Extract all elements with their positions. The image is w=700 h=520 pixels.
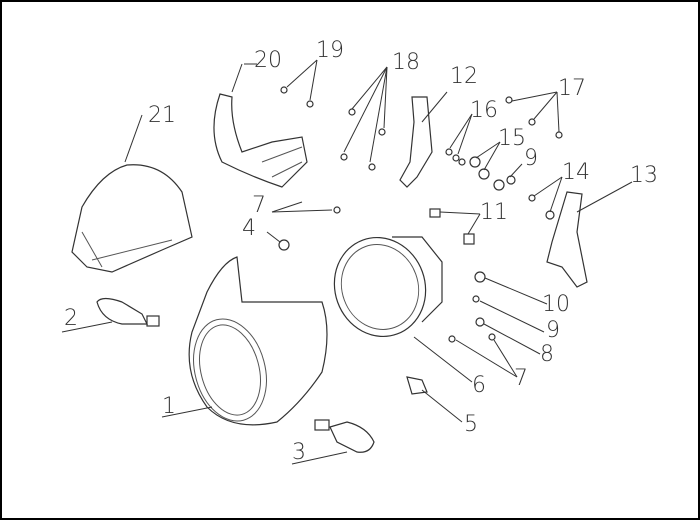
callout-8: 8 [540,342,554,367]
callout-5: 5 [464,412,478,437]
callout-2: 2 [64,306,78,331]
callout-15: 15 [498,126,526,151]
callout-11: 11 [480,200,508,225]
callout-1: 1 [162,394,176,419]
callout-10: 10 [542,292,570,317]
callout-19: 19 [316,38,344,63]
part-21-windscreen [71,164,193,273]
callout-20: 20 [254,48,282,73]
callout-7-lower: 7 [514,366,528,391]
part-13-bracket [546,191,588,288]
part-20-bracket [213,93,308,188]
small-hardware [278,86,563,395]
callout-13: 13 [630,163,658,188]
callout-18: 18 [392,50,420,75]
part-1-headlight-cowl [188,256,328,426]
callout-21: 21 [148,103,176,128]
part-12-bracket [399,96,433,188]
part-3-turn-signal [314,419,375,453]
callout-9-upper: 9 [524,146,538,171]
callout-12: 12 [450,64,478,89]
part-6-headlight [333,236,443,338]
callout-3: 3 [292,440,306,465]
callout-4: 4 [242,216,256,241]
callout-7-upper: 7 [252,193,266,218]
callout-6: 6 [472,373,486,398]
callout-16: 16 [470,98,498,123]
leader-lines [61,59,633,465]
part-2-turn-signal [96,297,160,327]
callout-9-lower: 9 [546,318,560,343]
callout-14: 14 [562,160,590,185]
callout-17: 17 [558,76,586,101]
